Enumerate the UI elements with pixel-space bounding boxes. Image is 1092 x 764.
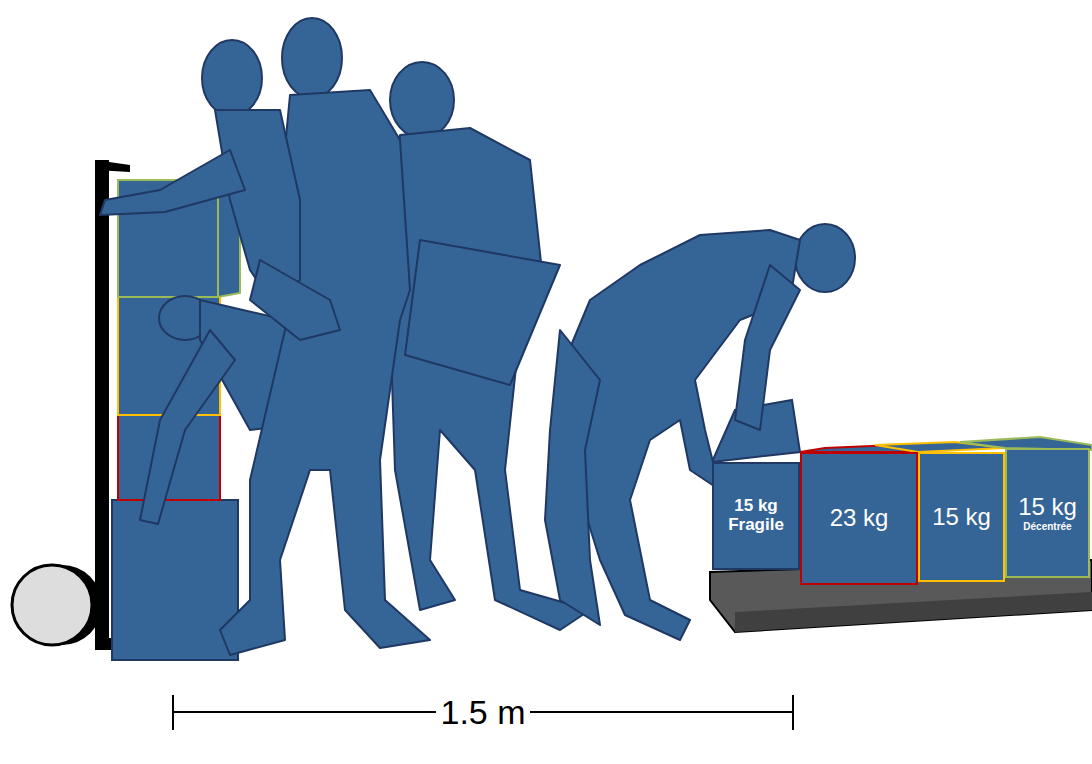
weight-label: 15 kg [734, 497, 777, 516]
note-label: Décentrée [1023, 521, 1071, 532]
offcenter-box: 15 kgDécentrée [1005, 448, 1090, 578]
heavy-box: 23 kg [800, 452, 918, 585]
fragile-box: 15 kgFragile [712, 462, 800, 570]
note-label: Fragile [728, 516, 784, 535]
box: 15 kg [918, 452, 1005, 582]
weight-label: 15 kg [932, 504, 991, 530]
weight-label: 23 kg [830, 505, 889, 531]
weight-label: 15 kg [1018, 494, 1077, 520]
worker-silhouettes [100, 18, 855, 655]
stacked-boxes [112, 180, 240, 660]
dimension-label: 1.5 m [436, 693, 529, 732]
